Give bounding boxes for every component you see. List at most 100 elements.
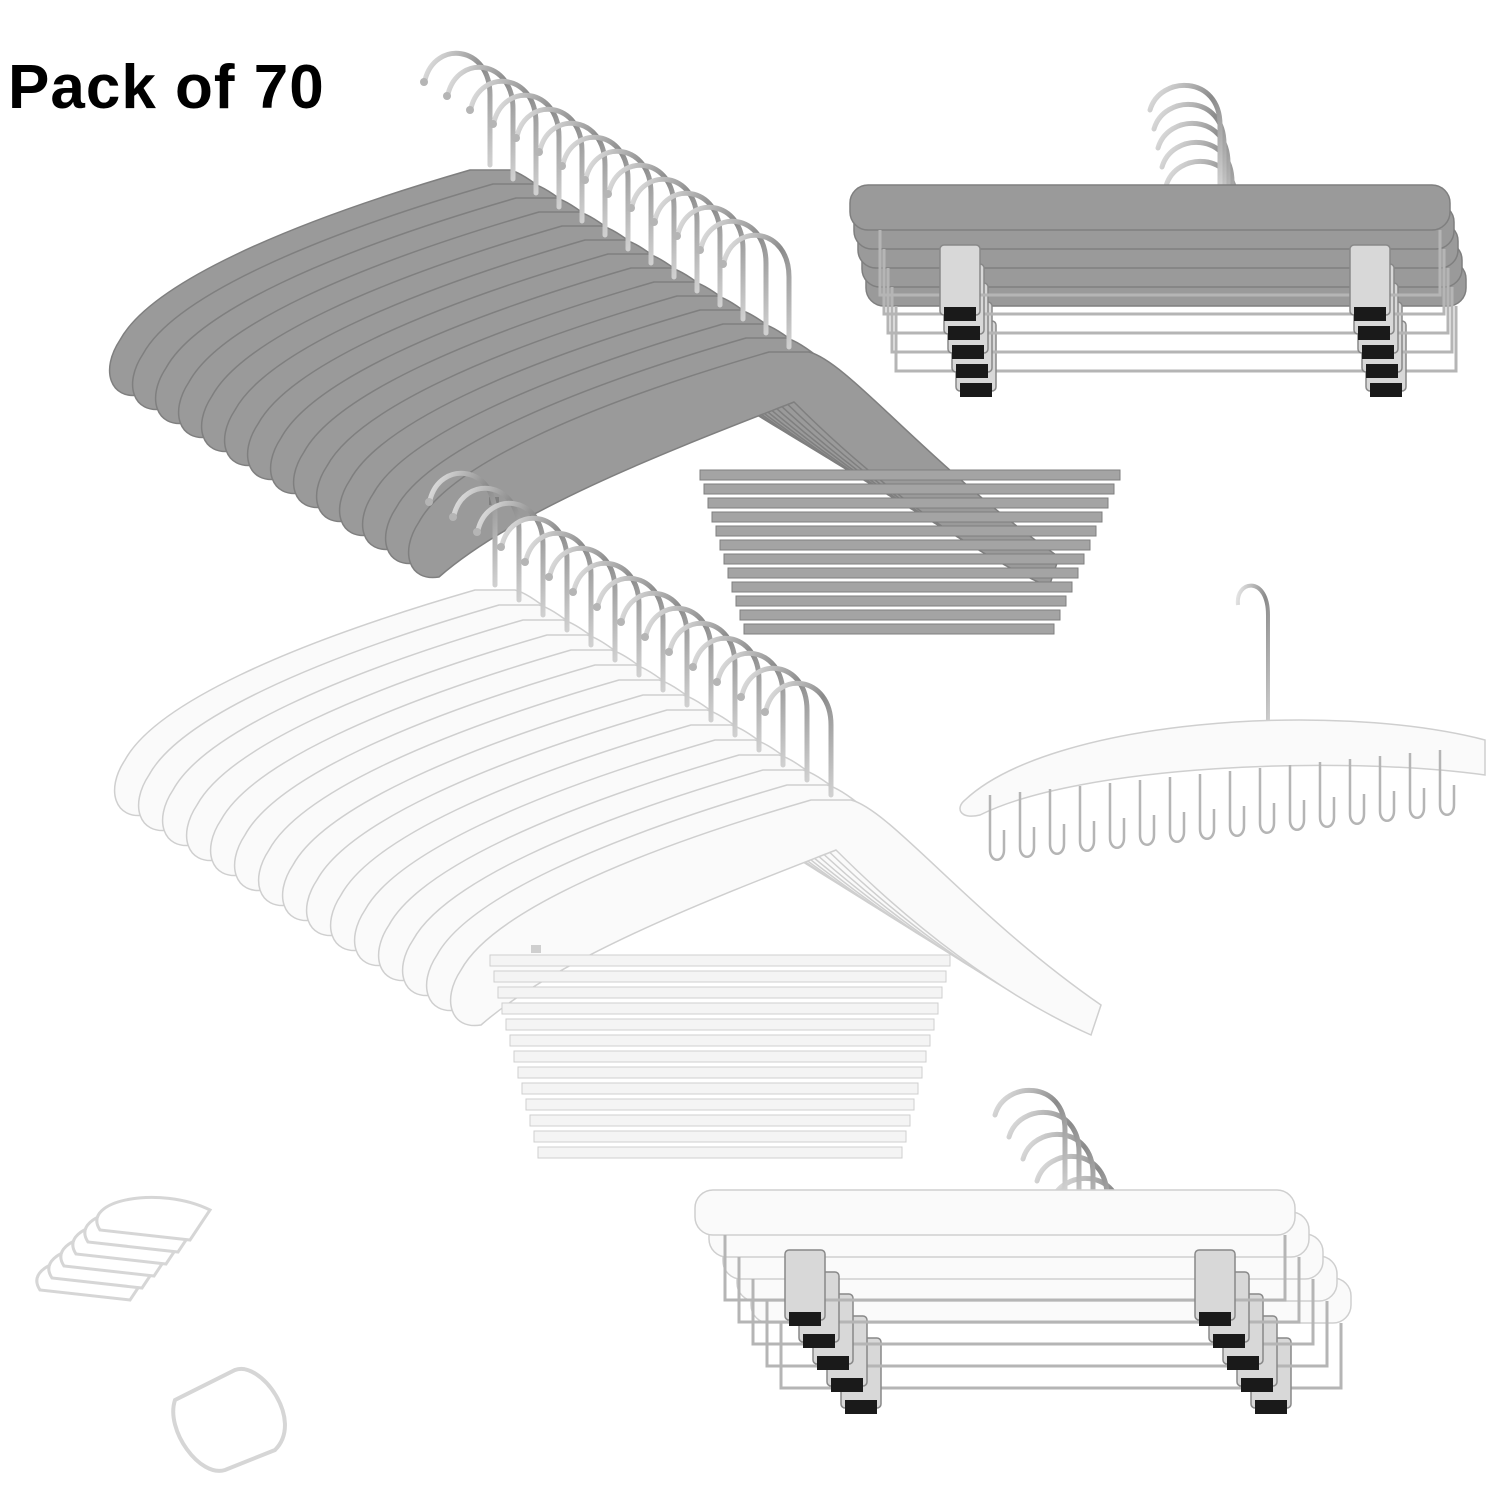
wire-frame (779, 1323, 1343, 1390)
clip-pad (1213, 1334, 1245, 1348)
trouser-bar (505, 1018, 935, 1031)
hook-tip (535, 148, 543, 156)
trouser-bar (739, 609, 1061, 621)
belt-hook (1018, 792, 1036, 858)
hook (652, 190, 723, 308)
clip-pad (952, 345, 984, 359)
wire-frame (878, 230, 1442, 297)
hook-tip (512, 134, 520, 142)
trouser-bar (489, 954, 951, 967)
clip (1194, 1249, 1236, 1321)
hook-tip (641, 633, 649, 641)
clip-pad (1255, 1400, 1287, 1414)
hook-tip (673, 232, 681, 240)
trouser-bar (707, 497, 1109, 509)
hook (560, 134, 631, 252)
hook (583, 148, 654, 266)
belt-hook (1078, 786, 1096, 852)
hook (675, 204, 746, 322)
plastic-ring (95, 1195, 213, 1242)
belt-hook (1168, 777, 1186, 843)
hook (468, 78, 539, 196)
white-suit-hangers (114, 470, 1102, 1159)
wire-frame (751, 1279, 1315, 1346)
hook (1235, 583, 1270, 730)
hook-tip (713, 678, 721, 686)
trouser-bar (533, 1130, 907, 1143)
hook (491, 92, 562, 210)
hook-tip (581, 176, 589, 184)
hook (445, 64, 516, 182)
hanger-bar (694, 1189, 1296, 1236)
pack-count-title: Pack of 70 (8, 53, 325, 122)
clip (784, 1249, 826, 1321)
belt-hook (988, 795, 1006, 861)
hook-tip (521, 558, 529, 566)
trouser-bar (521, 1082, 919, 1095)
hook-tip (545, 573, 553, 581)
gray-suit-hangers (109, 50, 1121, 635)
hook-tip (497, 543, 505, 551)
hook-tip (604, 190, 612, 198)
belt-hook (1138, 780, 1156, 846)
hook (422, 50, 493, 168)
belt-hook (1258, 768, 1276, 834)
clip-pad (1370, 383, 1402, 397)
hook (537, 120, 608, 238)
hook (514, 106, 585, 224)
clip-pad (1241, 1378, 1273, 1392)
clip-pad (1354, 307, 1386, 321)
trouser-bar (497, 986, 943, 999)
hook-tip (719, 260, 727, 268)
hook (1159, 139, 1235, 245)
clip-pad (803, 1334, 835, 1348)
hook-tip (689, 663, 697, 671)
trouser-bar (723, 553, 1085, 565)
trouser-bar (501, 1002, 939, 1015)
belt-hook (1048, 789, 1066, 855)
clip-pad (1199, 1312, 1231, 1326)
clip-pad (789, 1312, 821, 1326)
plastic-connector-hooks (35, 1195, 287, 1473)
single-connector-hook (171, 1366, 287, 1473)
hook-tip (665, 648, 673, 656)
clip-pad (956, 364, 988, 378)
wire-frame (890, 287, 1454, 354)
hook (1006, 1109, 1082, 1215)
clip-pad (1358, 326, 1390, 340)
belt-hook (1108, 783, 1126, 849)
hook-tip (449, 513, 457, 521)
trouser-bar (525, 1098, 915, 1111)
hook-tip (696, 246, 704, 254)
hook-tip (425, 498, 433, 506)
belt-hook (1378, 756, 1396, 822)
trouser-bar (513, 1050, 927, 1063)
trouser-bar (493, 970, 947, 983)
hook-tip (420, 78, 428, 86)
hook-tip (569, 588, 577, 596)
belt-hook (1408, 753, 1426, 819)
hook-tip (466, 106, 474, 114)
clip-pad (831, 1378, 863, 1392)
hook (698, 218, 769, 336)
clip-pad (948, 326, 980, 340)
hook (1151, 101, 1227, 207)
clip-pad (817, 1356, 849, 1370)
trouser-bar (727, 567, 1079, 579)
hook-tip (737, 693, 745, 701)
clip (939, 244, 981, 316)
hook-tip (443, 92, 451, 100)
clip-pad (1362, 345, 1394, 359)
belt-hook (1228, 771, 1246, 837)
trouser-bar (529, 1114, 911, 1127)
trouser-bar (743, 623, 1055, 635)
belt-hook (1198, 774, 1216, 840)
hook-tip (627, 204, 635, 212)
hook (1147, 82, 1223, 188)
gray-pant-clip-hangers (849, 82, 1467, 397)
white-pant-clip-hangers (694, 1087, 1352, 1414)
hook (606, 162, 677, 280)
clip-pad (960, 383, 992, 397)
hook (1155, 120, 1231, 226)
